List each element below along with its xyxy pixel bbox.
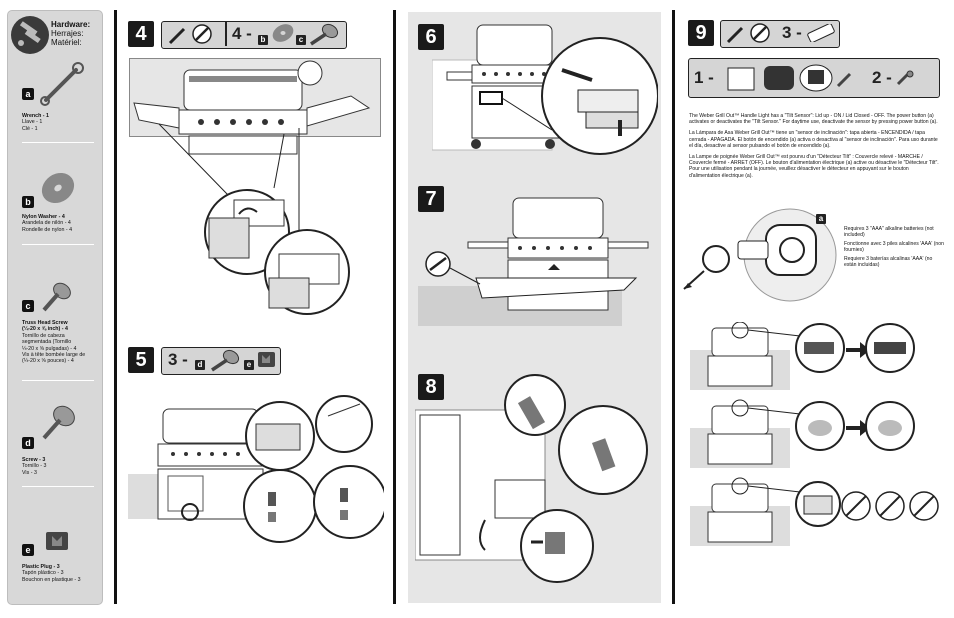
battery-install-illustration [683, 208, 837, 302]
item-text-e: Plastic Plug - 3 Tapón plástico - 3 Bouc… [22, 564, 81, 583]
screwdriver-icon [726, 23, 770, 44]
wrench-icon [40, 62, 84, 106]
divider [22, 380, 94, 381]
step-5-number: 5 [128, 347, 154, 373]
hardware-title: Hardware: Herrajes: Matériel: [51, 20, 91, 47]
step-6-number: 6 [418, 24, 444, 50]
step-6-illustration [432, 24, 658, 155]
step-9-sequence-illustration [690, 322, 939, 546]
step-5-letter-d: d [195, 360, 205, 370]
washer-icon [272, 24, 294, 42]
step-4-toolbar [161, 21, 347, 49]
step-9-row2-qty: 2 - [872, 68, 892, 87]
item-letter-c: c [22, 300, 34, 312]
battery-note: Requires 3 "AAA" alkaline batteries (not… [844, 226, 944, 269]
column-divider [672, 10, 675, 604]
step-8-illustration [415, 374, 648, 583]
screwdriver-icon [168, 24, 212, 45]
step-7-number: 7 [418, 186, 444, 212]
item-letter-b: b [22, 196, 34, 208]
screw-icon [211, 349, 240, 372]
truss-screw-icon [310, 23, 339, 46]
column-divider [114, 10, 117, 604]
column-divider [393, 10, 396, 604]
step-9-row1-qty: 1 - [694, 68, 714, 87]
callout-letter-a: a [816, 214, 826, 224]
washer-icon [41, 172, 75, 204]
step-9-qty: 3 - [782, 23, 802, 42]
battery-icon [807, 24, 835, 42]
handle-light-parts-icon [727, 64, 852, 92]
step-9-number: 9 [688, 20, 714, 46]
item-text-d: Screw - 3 Tornillo - 3 Vis - 3 [22, 457, 47, 476]
plastic-plug-icon [46, 532, 68, 550]
plastic-plug-icon [258, 352, 275, 367]
step-7-illustration [418, 197, 649, 326]
step-4-letter-b: b [258, 35, 268, 45]
item-text-c: Truss Head Screw (¼-20 x ⅝ inch) - 4 Tor… [22, 320, 86, 365]
item-letter-d: d [22, 437, 34, 449]
step-4-qty: 4 - [232, 24, 252, 43]
divider [22, 244, 94, 245]
divider [22, 142, 94, 143]
item-letter-e: e [22, 544, 34, 556]
hardware-badge-icon [11, 16, 49, 54]
step-5-illustration [128, 395, 384, 543]
item-text-b: Nylon Washer - 4 Arandela de nilón - 4 R… [22, 214, 73, 233]
step-5-qty: 3 - [168, 350, 188, 369]
small-screw-icon [896, 70, 914, 86]
truss-screw-icon [42, 282, 71, 312]
screw-icon [42, 405, 75, 440]
step-4-number: 4 [128, 21, 154, 47]
toolbar-separator [225, 22, 227, 46]
divider [22, 486, 94, 487]
step-9-text-fr: La Lampe de poignée Weber Grill Out™ est… [689, 154, 939, 179]
step-9-text-es: La Lámpara de Asa Weber Grill Out™ tiene… [689, 130, 938, 149]
item-letter-a: a [22, 88, 34, 100]
item-text-a: Wrench - 1 Llave - 1 Clé - 1 [22, 113, 49, 132]
step-4-illustration [133, 60, 371, 315]
step-8-number: 8 [418, 374, 444, 400]
step-9-text: The Weber Grill Out™ Handle Light has a … [689, 113, 941, 179]
step-4-letter-c: c [296, 35, 306, 45]
step-5-letter-e: e [244, 360, 254, 370]
step-9-text-en: The Weber Grill Out™ Handle Light has a … [689, 113, 938, 126]
